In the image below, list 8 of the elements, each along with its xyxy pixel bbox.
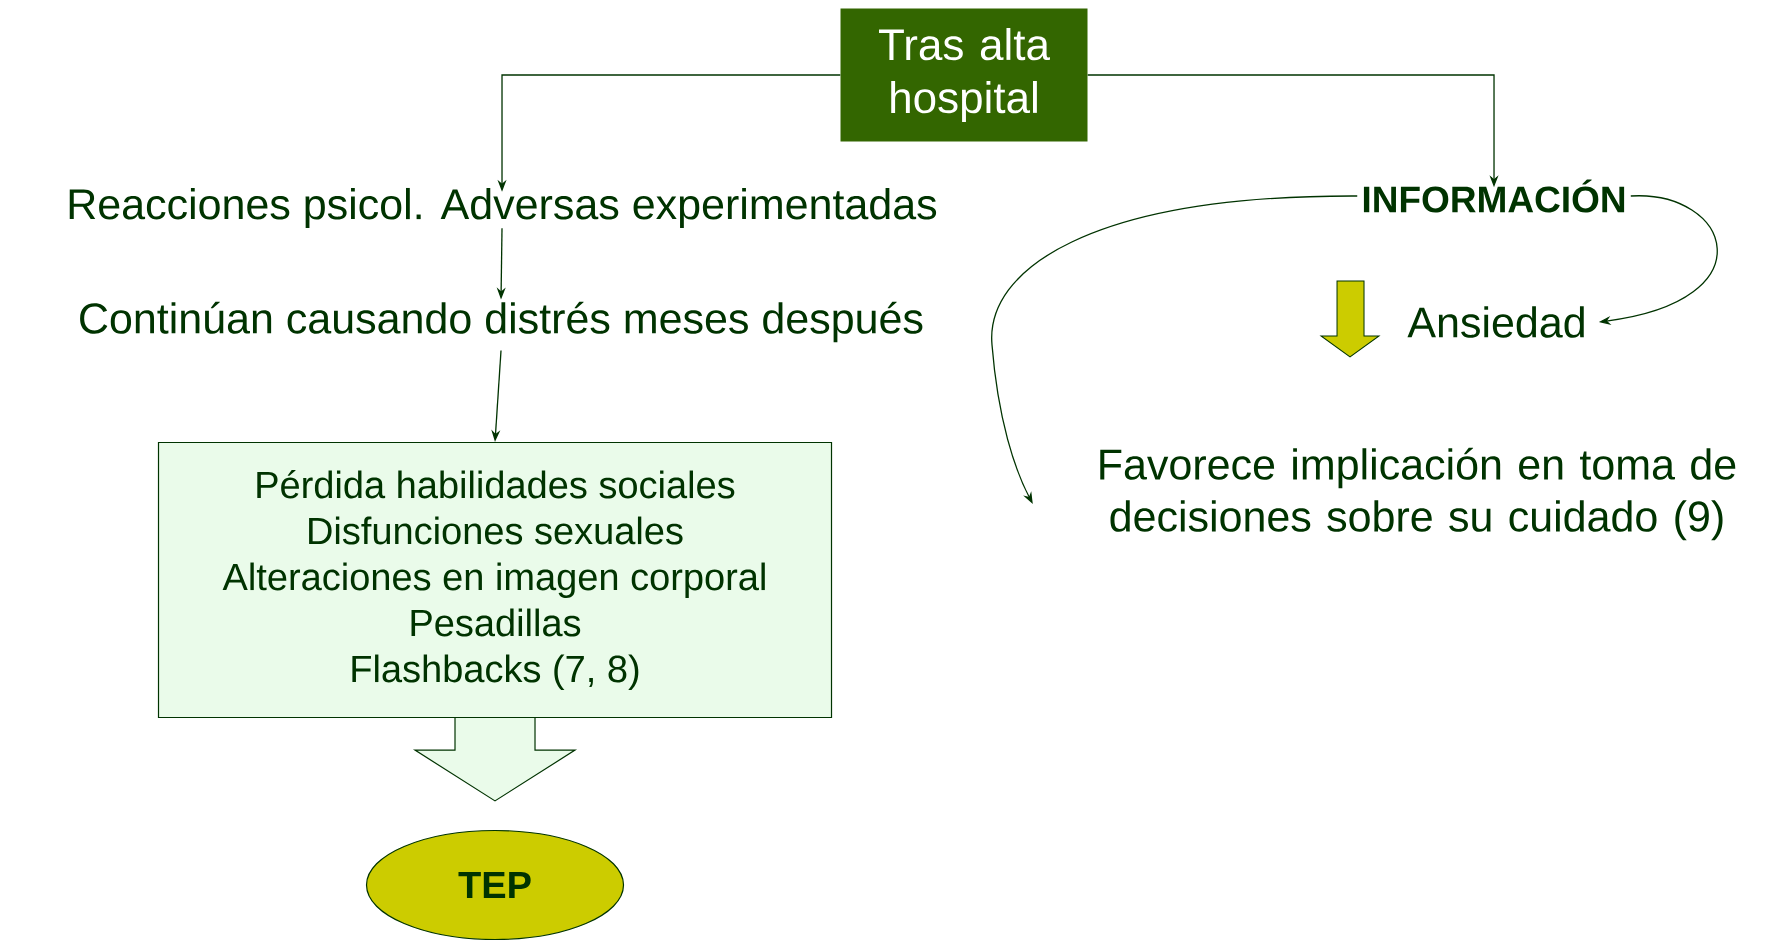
outcome-text: Favorece implicación en toma de decisiones sobre su cuidado (9) [1100,447,1736,541]
process-box: Tras alta hospital [840,8,1088,142]
symptom-box: Pérdida habilidades sociales Disfunciones sexuales Alteraciones en imagen corporal Pesadillas Flashbacks (7, 8) [157,441,833,719]
heading-text: INFORMACIÓN [1363,179,1625,213]
step-text: Continúan causando distrés meses después [80,301,923,343]
step-text: Reacciones psicol. Adversas experimentadas [69,187,937,229]
block-arrow [412,717,578,802]
outcome-text: Ansiedad [1407,306,1584,338]
